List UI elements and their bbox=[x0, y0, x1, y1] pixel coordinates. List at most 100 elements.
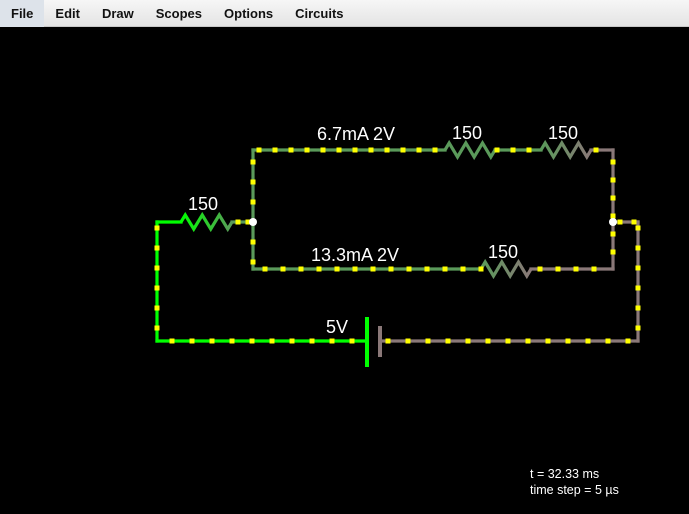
current-dot bbox=[154, 225, 160, 231]
junction-node-right bbox=[609, 218, 617, 226]
current-dot bbox=[442, 266, 448, 272]
current-dot bbox=[478, 266, 484, 272]
current-dot bbox=[288, 147, 294, 153]
current-dot bbox=[610, 231, 616, 237]
current-dot bbox=[510, 147, 516, 153]
current-dot bbox=[388, 266, 394, 272]
current-dot bbox=[352, 147, 358, 153]
current-dot bbox=[573, 266, 579, 272]
battery-label: 5V bbox=[326, 317, 348, 337]
current-dot bbox=[250, 159, 256, 165]
current-dot bbox=[249, 338, 255, 344]
current-dot bbox=[400, 147, 406, 153]
menu-file[interactable]: File bbox=[0, 0, 45, 27]
current-dot bbox=[610, 195, 616, 201]
current-dot bbox=[368, 147, 374, 153]
current-dot bbox=[250, 259, 256, 265]
current-dot bbox=[289, 338, 295, 344]
current-dot bbox=[245, 219, 251, 225]
current-dot bbox=[329, 338, 335, 344]
current-dot bbox=[526, 147, 532, 153]
resistor-top-2-label: 150 bbox=[548, 123, 578, 143]
current-dot bbox=[625, 338, 631, 344]
current-dot bbox=[610, 249, 616, 255]
current-dot bbox=[635, 265, 641, 271]
current-dot bbox=[280, 266, 286, 272]
current-dot bbox=[505, 338, 511, 344]
simulation-timestep: time step = 5 µs bbox=[530, 483, 619, 497]
current-dot bbox=[635, 225, 641, 231]
menu-edit[interactable]: Edit bbox=[55, 5, 80, 21]
current-dot bbox=[424, 266, 430, 272]
resistor-bottom-label: 150 bbox=[488, 242, 518, 262]
current-dot bbox=[250, 179, 256, 185]
current-dot bbox=[635, 305, 641, 311]
menu-circuits[interactable]: Circuits bbox=[295, 5, 344, 21]
resistor-top-2 bbox=[539, 139, 593, 161]
current-dot bbox=[298, 266, 304, 272]
circuit-canvas[interactable]: 6.7mA 2V 13.3mA 2V 150 150 150 150 5V bbox=[0, 28, 689, 514]
current-dot bbox=[460, 266, 466, 272]
current-dot bbox=[349, 338, 355, 344]
resistor-top-1-label: 150 bbox=[452, 123, 482, 143]
menu-scopes[interactable]: Scopes bbox=[155, 5, 203, 21]
resistor-bottom bbox=[479, 258, 533, 280]
current-dot bbox=[635, 245, 641, 251]
current-dot bbox=[494, 147, 500, 153]
resistor-top-1 bbox=[443, 139, 497, 161]
current-dot bbox=[304, 147, 310, 153]
current-dot bbox=[352, 266, 358, 272]
current-dot bbox=[334, 266, 340, 272]
resistor-left bbox=[179, 211, 234, 233]
current-dot bbox=[154, 285, 160, 291]
current-dot bbox=[445, 338, 451, 344]
menu-draw[interactable]: Draw bbox=[101, 5, 134, 21]
current-dot bbox=[169, 338, 175, 344]
current-dot bbox=[154, 305, 160, 311]
bottom-branch-label: 13.3mA 2V bbox=[311, 245, 399, 265]
current-dot bbox=[336, 147, 342, 153]
current-dot bbox=[384, 147, 390, 153]
current-dot bbox=[316, 266, 322, 272]
current-dot bbox=[635, 285, 641, 291]
current-dot bbox=[610, 177, 616, 183]
current-dot bbox=[209, 338, 215, 344]
current-dot bbox=[229, 338, 235, 344]
current-dot bbox=[537, 266, 543, 272]
current-dot bbox=[235, 219, 241, 225]
current-dot bbox=[405, 338, 411, 344]
resistor-left-label: 150 bbox=[188, 194, 218, 214]
current-dot bbox=[605, 338, 611, 344]
current-dot bbox=[272, 147, 278, 153]
menu-options[interactable]: Options bbox=[224, 5, 274, 21]
current-dot bbox=[555, 266, 561, 272]
current-dot bbox=[465, 338, 471, 344]
current-dot bbox=[385, 338, 391, 344]
current-dots bbox=[154, 147, 641, 344]
current-dot bbox=[631, 219, 637, 225]
current-dot bbox=[406, 266, 412, 272]
current-dot bbox=[565, 338, 571, 344]
current-dot bbox=[617, 219, 623, 225]
current-dot bbox=[154, 265, 160, 271]
current-dot bbox=[610, 159, 616, 165]
current-dot bbox=[525, 338, 531, 344]
current-dot bbox=[593, 147, 599, 153]
current-dot bbox=[425, 338, 431, 344]
current-dot bbox=[320, 147, 326, 153]
current-dot bbox=[154, 245, 160, 251]
current-dot bbox=[485, 338, 491, 344]
circuit-nodes bbox=[249, 218, 617, 226]
current-dot bbox=[635, 325, 641, 331]
current-dot bbox=[250, 239, 256, 245]
current-dot bbox=[154, 325, 160, 331]
current-dot bbox=[545, 338, 551, 344]
top-branch-label: 6.7mA 2V bbox=[317, 124, 395, 144]
current-dot bbox=[250, 199, 256, 205]
current-dot bbox=[591, 266, 597, 272]
current-dot bbox=[269, 338, 275, 344]
current-dot bbox=[256, 147, 262, 153]
current-dot bbox=[189, 338, 195, 344]
menu-bar: File Edit Draw Scopes Options Circuits bbox=[0, 0, 689, 27]
simulation-time: t = 32.33 ms bbox=[530, 467, 600, 481]
